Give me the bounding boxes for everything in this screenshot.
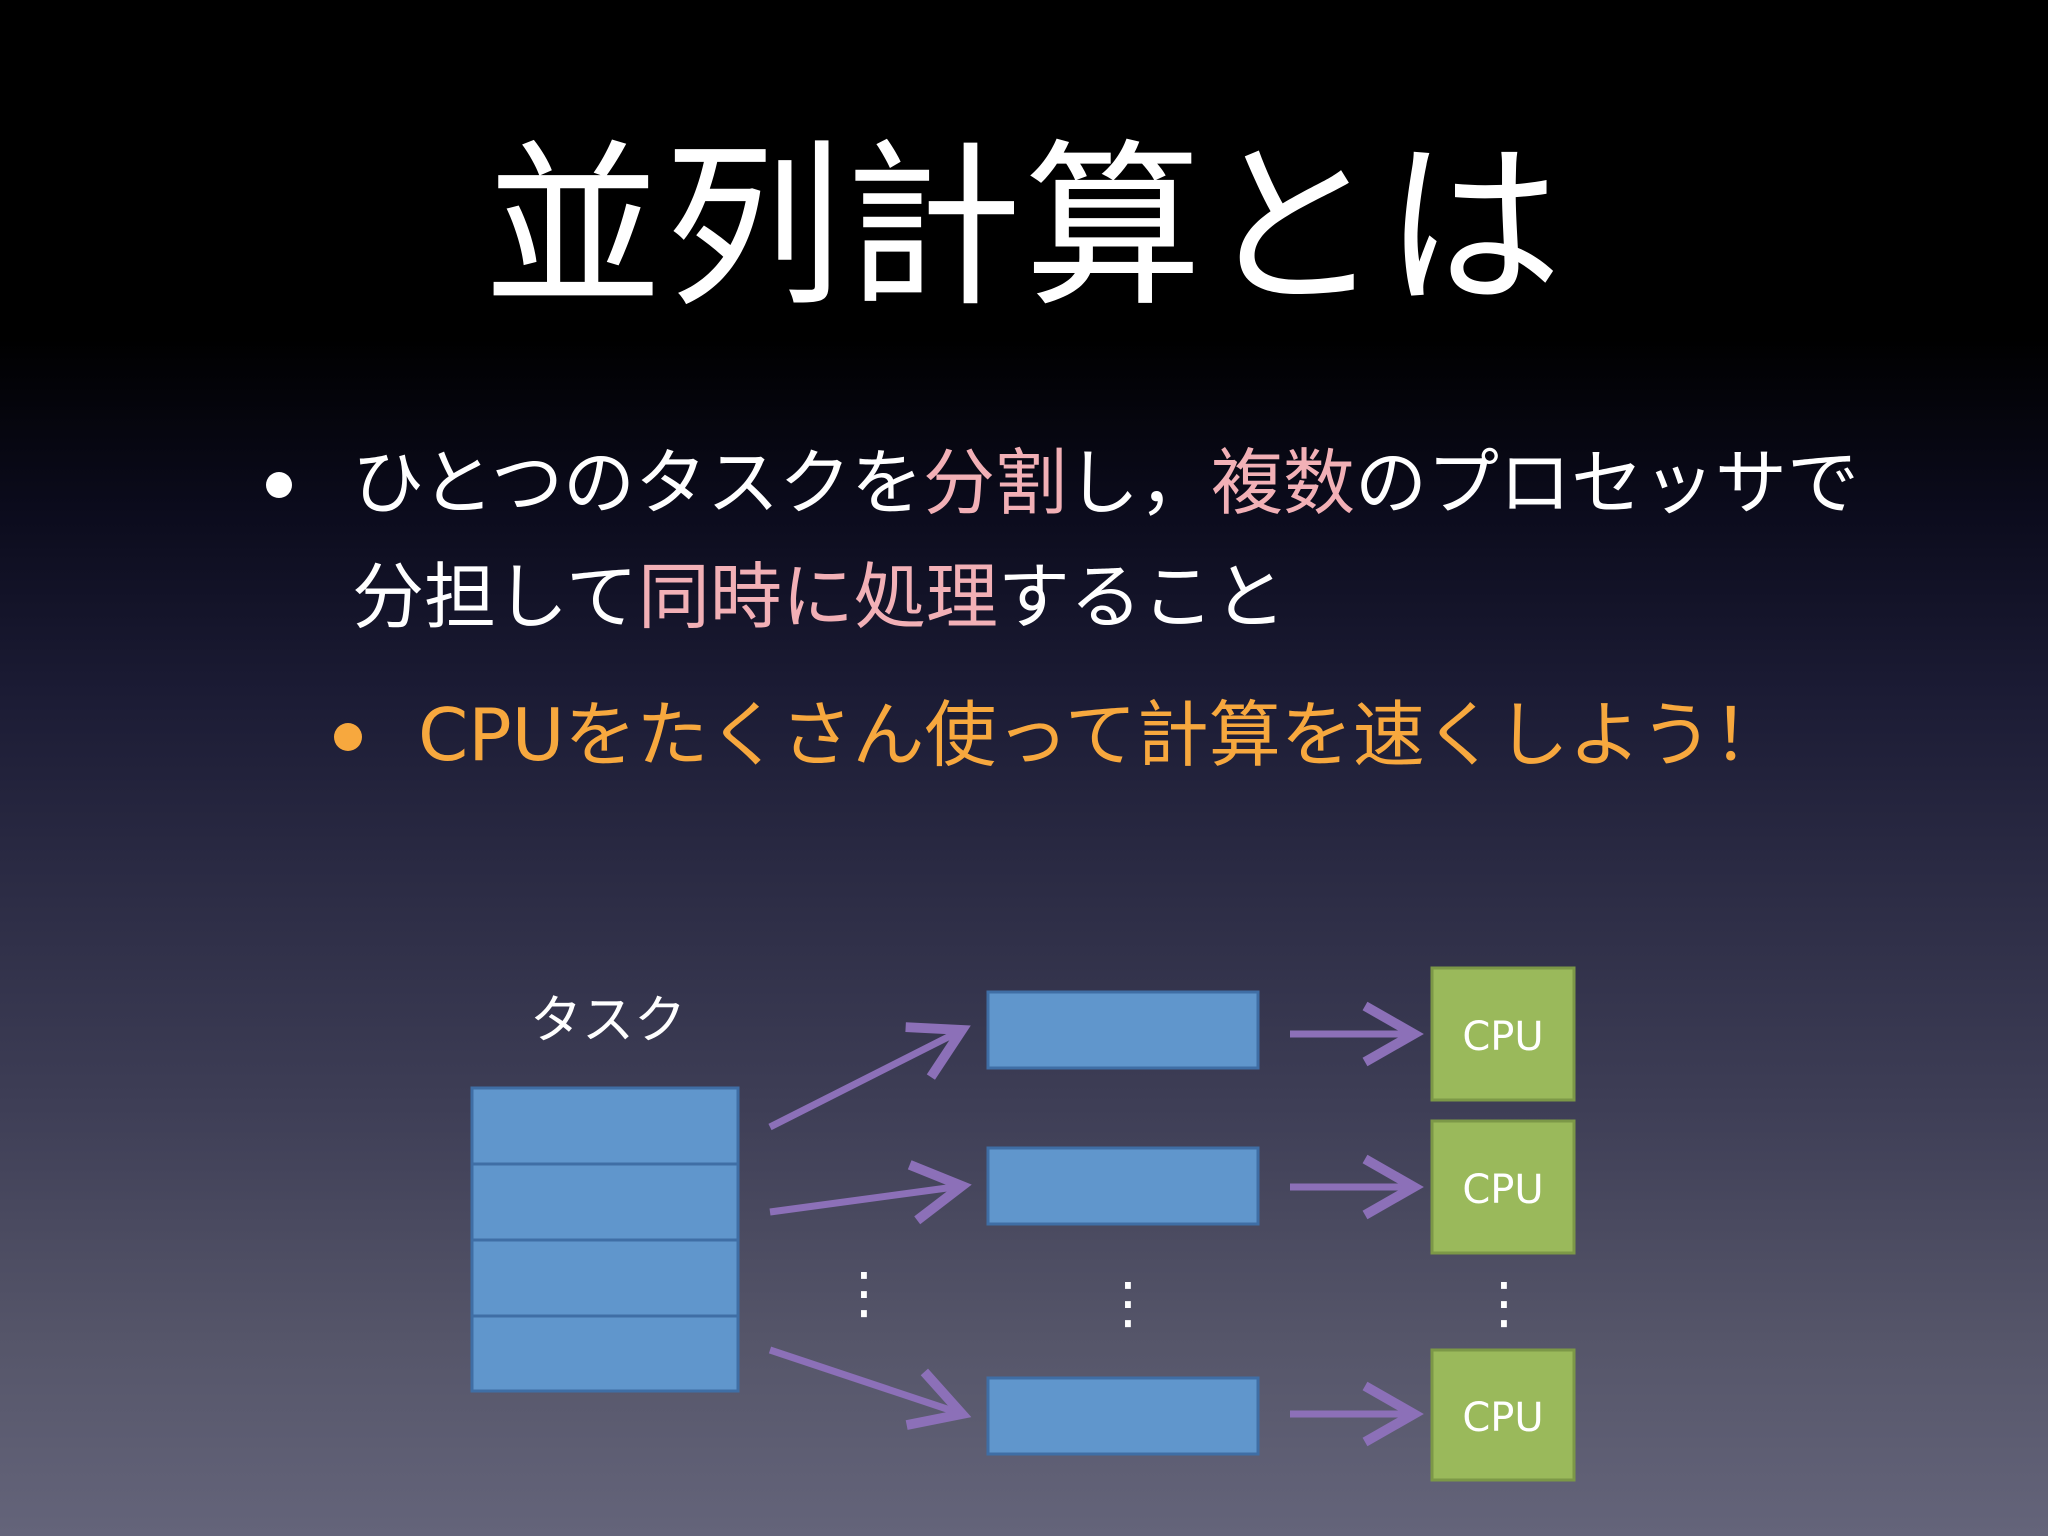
- ellipsis-subtasks: ⋮: [1100, 1271, 1156, 1336]
- split-arrow-1: [768, 1022, 971, 1131]
- cpu-block-2: [1430, 1119, 1576, 1255]
- bullet-1-segment: のプロセッサで: [1355, 441, 1860, 525]
- task-chunk-4: [470, 1314, 740, 1393]
- bullet-1-segment: すること: [997, 555, 1286, 639]
- subtask-block-1: [986, 990, 1260, 1070]
- cpu-block-1: [1430, 966, 1576, 1102]
- slide-title: 並列計算とは: [484, 124, 1564, 331]
- cpu-label-1: CPU: [1462, 1014, 1543, 1060]
- task-chunk-1: [470, 1086, 740, 1166]
- bullet-1-segment: 分担して: [352, 555, 638, 639]
- task-chunk-3: [470, 1238, 740, 1318]
- cpu-label-3: CPU: [1462, 1395, 1543, 1441]
- split-arrow-3: [768, 1346, 972, 1430]
- subtask-block-3: [986, 1376, 1260, 1456]
- bullet-1-dot: [266, 472, 292, 498]
- task-chunk-2: [470, 1162, 740, 1242]
- bullet-1-line-1: ひとつのタスクを分割し，複数のプロセッサで: [352, 438, 1859, 528]
- bullet-2-dot: [334, 723, 362, 751]
- bullet-1-segment: ひとつのタスクを: [352, 441, 923, 525]
- bullet-2-text: CPUをたくさん使って計算を速くしよう！: [418, 693, 1785, 777]
- bullet-1-highlight-multiple: 複数: [1211, 441, 1356, 525]
- ellipsis-arrows: ⋮: [836, 1261, 892, 1326]
- subtask-block-2: [986, 1146, 1260, 1226]
- bullet-1-line-2: 分担して同時に処理すること: [352, 552, 1286, 642]
- task-label: タスク: [530, 991, 686, 1051]
- cpu-block-3: [1430, 1348, 1576, 1482]
- cpu-label-2: CPU: [1462, 1167, 1543, 1213]
- bullet-1-highlight-split: 分割: [922, 441, 1067, 525]
- bullet-1-segment: し，: [1066, 441, 1211, 525]
- split-arrow-2: [769, 1160, 972, 1225]
- bullet-1-highlight-concurrent: 同時に処理: [637, 555, 998, 639]
- ellipsis-cpus: ⋮: [1476, 1271, 1532, 1336]
